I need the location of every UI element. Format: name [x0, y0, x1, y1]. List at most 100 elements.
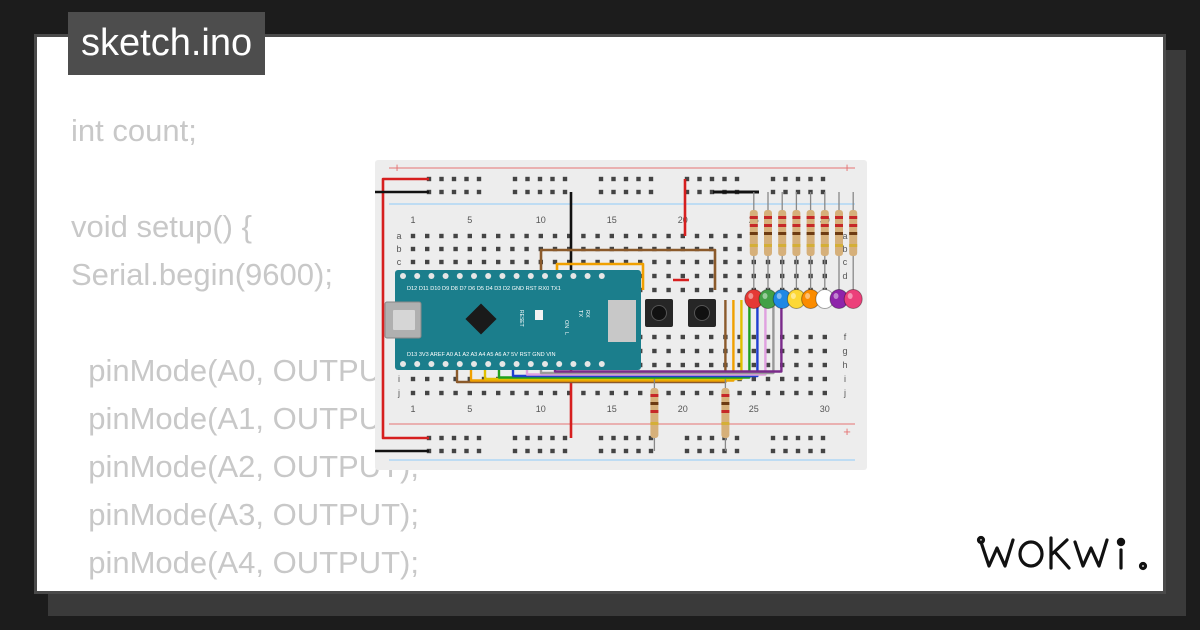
led-highlight	[819, 293, 825, 299]
terminal-hole	[623, 390, 629, 396]
resistor-band	[749, 216, 758, 219]
column-number: 25	[749, 404, 759, 414]
rail-hole	[451, 435, 457, 441]
terminal-hole	[425, 376, 430, 382]
code-line	[71, 299, 419, 347]
rail-hole	[562, 176, 568, 182]
terminal-hole	[737, 273, 742, 279]
terminal-hole	[638, 259, 643, 265]
terminal-hole	[496, 233, 501, 239]
rail-hole	[451, 448, 457, 454]
arduino-pin	[542, 361, 548, 367]
terminal-hole	[496, 246, 501, 252]
terminal-hole	[552, 233, 558, 239]
filename-tab[interactable]: sketch.ino	[68, 12, 266, 75]
terminal-hole	[524, 390, 529, 396]
arduino-pin	[598, 361, 605, 367]
terminal-hole	[410, 390, 416, 396]
arduino-pin	[499, 273, 506, 279]
terminal-hole	[410, 259, 416, 265]
terminal-hole	[652, 334, 657, 340]
resistor-band	[820, 224, 829, 227]
rail-hole	[562, 189, 568, 195]
rail-hole	[820, 448, 826, 454]
terminal-hole	[652, 259, 657, 265]
terminal-hole	[453, 259, 458, 265]
resistor-band	[650, 394, 659, 397]
terminal-hole	[552, 390, 558, 396]
rail-hole	[808, 448, 813, 454]
rail-hole	[795, 448, 801, 454]
column-number: 15	[607, 404, 617, 414]
resistor-band	[792, 232, 801, 235]
terminal-hole	[737, 390, 742, 396]
code-line: pinMode(A1, OUTPUT);	[71, 401, 419, 436]
terminal-hole	[666, 334, 671, 340]
terminal-hole	[652, 348, 657, 354]
terminal-hole	[694, 348, 700, 354]
rail-hole	[783, 176, 788, 182]
terminal-hole	[666, 390, 671, 396]
terminal-hole	[524, 259, 529, 265]
rail-hole	[623, 176, 629, 182]
row-letter: g	[842, 346, 847, 356]
arduino-pin	[542, 273, 548, 279]
rail-hole	[636, 189, 641, 195]
circuit-diagram[interactable]: +++115510101515202025253030aabbccddffggh…	[375, 160, 867, 470]
code-line: pinMode(A5, OUTPUT);	[71, 587, 419, 591]
rail-hole	[598, 435, 604, 441]
terminal-hole	[680, 287, 685, 293]
arduino-pin	[556, 273, 563, 279]
row-letter: f	[844, 332, 847, 342]
terminal-hole	[794, 334, 799, 340]
code-line	[71, 155, 419, 203]
led-highlight	[833, 293, 839, 299]
column-number: 15	[607, 215, 617, 225]
rail-hole	[795, 176, 801, 182]
terminal-hole	[609, 390, 614, 396]
terminal-hole	[467, 259, 472, 265]
rail-hole	[808, 435, 813, 441]
rail-hole	[439, 435, 444, 441]
rail-hole	[476, 189, 482, 195]
terminal-hole	[666, 259, 671, 265]
arduino-bottom-pin-labels: D13 3V3 AREF A0 A1 A2 A3 A4 A5 A6 A7 5V …	[407, 352, 556, 358]
row-letter: b	[842, 244, 847, 254]
terminal-hole	[680, 273, 685, 279]
resistor-band	[764, 224, 772, 227]
row-letter: h	[842, 360, 847, 370]
terminal-hole	[638, 233, 643, 239]
wire	[455, 300, 727, 384]
label-l: L	[563, 332, 569, 335]
rail-hole	[697, 435, 702, 441]
rail-hole	[611, 448, 616, 454]
reset-button	[535, 310, 543, 320]
breadboard-svg: +++115510101515202025253030aabbccddffggh…	[375, 160, 867, 470]
mcu-chip	[465, 303, 497, 335]
filename-label: sketch.ino	[81, 22, 253, 64]
resistor-band	[806, 216, 815, 219]
resistor-band	[820, 216, 829, 219]
row-letter: b	[396, 244, 401, 254]
column-number: 30	[820, 404, 830, 414]
resistor-band	[792, 244, 801, 247]
rail-hole	[684, 176, 690, 182]
terminal-hole	[709, 287, 714, 293]
rail-hole	[734, 448, 740, 454]
rail-hole	[464, 448, 469, 454]
resistor-band	[806, 232, 815, 235]
terminal-hole	[524, 233, 529, 239]
rail-hole	[439, 448, 444, 454]
terminal-hole	[652, 233, 657, 239]
row-letter: a	[396, 231, 401, 241]
terminal-hole	[808, 362, 813, 368]
resistor-band	[806, 224, 815, 227]
rail-hole	[550, 448, 555, 454]
resistor-band	[849, 216, 858, 219]
column-number: 5	[467, 404, 472, 414]
led-highlight	[776, 293, 782, 299]
terminal-hole	[808, 348, 813, 354]
led	[843, 289, 863, 309]
terminal-hole	[410, 246, 416, 252]
terminal-hole	[694, 273, 700, 279]
